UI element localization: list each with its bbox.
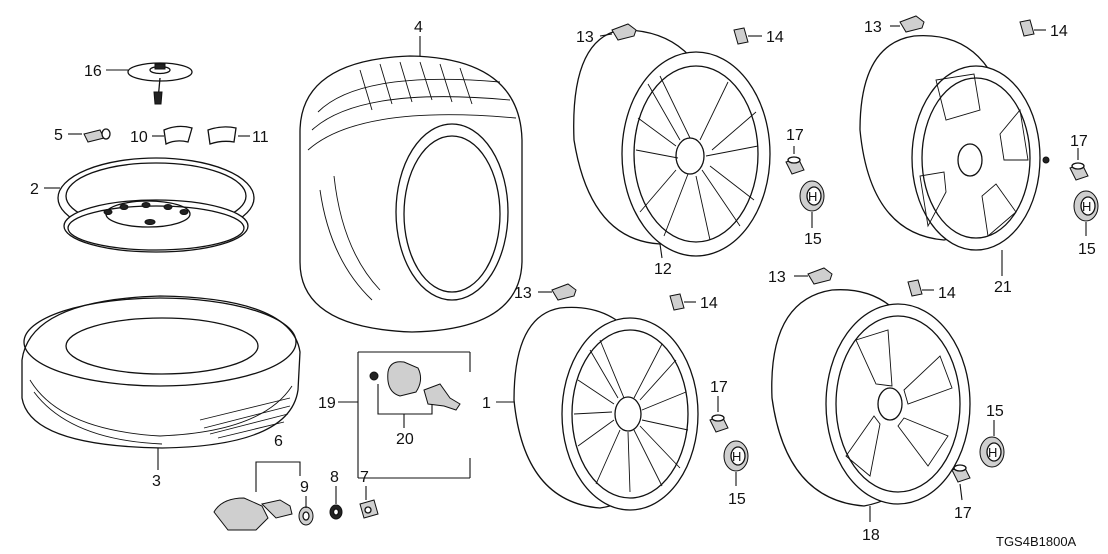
- callout-13c: 13: [514, 285, 532, 302]
- leader-lines: [44, 25, 1087, 522]
- part-17-nut-b[interactable]: [1069, 162, 1089, 181]
- part-19-tpms-kit[interactable]: [357, 351, 471, 479]
- callout-7: 7: [360, 469, 369, 486]
- callout-2: 2: [30, 181, 39, 198]
- part-9-grommet[interactable]: [298, 506, 314, 526]
- callout-13d: 13: [768, 269, 786, 286]
- callout-5: 5: [54, 127, 63, 144]
- part-11-balance-weight[interactable]: [207, 126, 237, 145]
- part-6-tpms-sensor[interactable]: [213, 461, 301, 531]
- part-7-nut[interactable]: [359, 499, 379, 519]
- callout-18: 18: [862, 527, 880, 544]
- part-12-alloy-wheel[interactable]: [573, 29, 771, 257]
- part-8-washer[interactable]: [329, 504, 343, 520]
- part-13-weight-c[interactable]: [551, 283, 577, 301]
- callout-15b: 15: [1078, 241, 1096, 258]
- callout-3: 3: [152, 473, 161, 490]
- callout-8: 8: [330, 469, 339, 486]
- callout-17b: 17: [1070, 133, 1088, 150]
- part-10-balance-weight[interactable]: [163, 125, 193, 145]
- part-3-spare-tire[interactable]: [21, 295, 301, 449]
- callout-6: 6: [274, 433, 283, 450]
- part-17-nut-c[interactable]: [709, 414, 729, 433]
- part-15-center-cap-b[interactable]: H: [1073, 190, 1099, 222]
- callout-11: 11: [252, 129, 269, 146]
- part-13-weight-d[interactable]: [807, 267, 833, 285]
- diagram-code: TGS4B1800A: [996, 534, 1077, 549]
- svg-text:H: H: [732, 449, 741, 464]
- callout-12: 12: [654, 261, 672, 278]
- part-13-weight-b[interactable]: [899, 15, 925, 33]
- callout-20: 20: [396, 431, 414, 448]
- part-15-center-cap-c[interactable]: H: [723, 440, 749, 472]
- svg-text:H: H: [808, 189, 817, 204]
- part-17-nut-a[interactable]: [785, 156, 805, 175]
- callout-15d: 15: [986, 403, 1004, 420]
- callout-17c: 17: [710, 379, 728, 396]
- callout-14d: 14: [938, 285, 956, 302]
- part-21-alloy-wheel[interactable]: [859, 34, 1050, 251]
- part-15-center-cap-a[interactable]: H: [799, 180, 825, 212]
- callout-13a: 13: [576, 29, 594, 46]
- callout-15c: 15: [728, 491, 746, 508]
- part-14-weight-a[interactable]: [733, 27, 749, 45]
- callout-1: 1: [482, 395, 491, 412]
- callout-15a: 15: [804, 231, 822, 248]
- callout-16: 16: [84, 63, 102, 80]
- part-18-alloy-wheel[interactable]: [771, 289, 971, 507]
- part-2-spare-wheel[interactable]: [57, 157, 255, 253]
- callout-21: 21: [994, 279, 1012, 296]
- svg-text:H: H: [988, 445, 997, 460]
- part-14-weight-d[interactable]: [907, 279, 923, 297]
- part-16-hold-down-cap[interactable]: [127, 62, 193, 105]
- callout-9: 9: [300, 479, 309, 496]
- svg-text:H: H: [1082, 199, 1091, 214]
- callout-17d: 17: [954, 505, 972, 522]
- part-5-valve-stem[interactable]: [83, 128, 111, 143]
- part-13-weight-a[interactable]: [611, 23, 637, 41]
- part-14-weight-b[interactable]: [1019, 19, 1035, 37]
- part-15-center-cap-d[interactable]: H: [979, 436, 1005, 468]
- part-1-alloy-wheel[interactable]: [513, 306, 699, 511]
- callout-19: 19: [318, 395, 336, 412]
- part-17-nut-d[interactable]: [951, 464, 971, 483]
- callout-labels: 16 5 10 11 2 3 4 13 14 13 14 17 17 15 15…: [30, 19, 1096, 549]
- part-14-weight-c[interactable]: [669, 293, 685, 311]
- callout-13b: 13: [864, 19, 882, 36]
- callout-14a: 14: [766, 29, 784, 46]
- callout-4: 4: [414, 19, 423, 36]
- callout-17a: 17: [786, 127, 804, 144]
- callout-10: 10: [130, 129, 148, 146]
- part-4-tire[interactable]: [299, 55, 523, 333]
- callout-14c: 14: [700, 295, 718, 312]
- callout-14b: 14: [1050, 23, 1068, 40]
